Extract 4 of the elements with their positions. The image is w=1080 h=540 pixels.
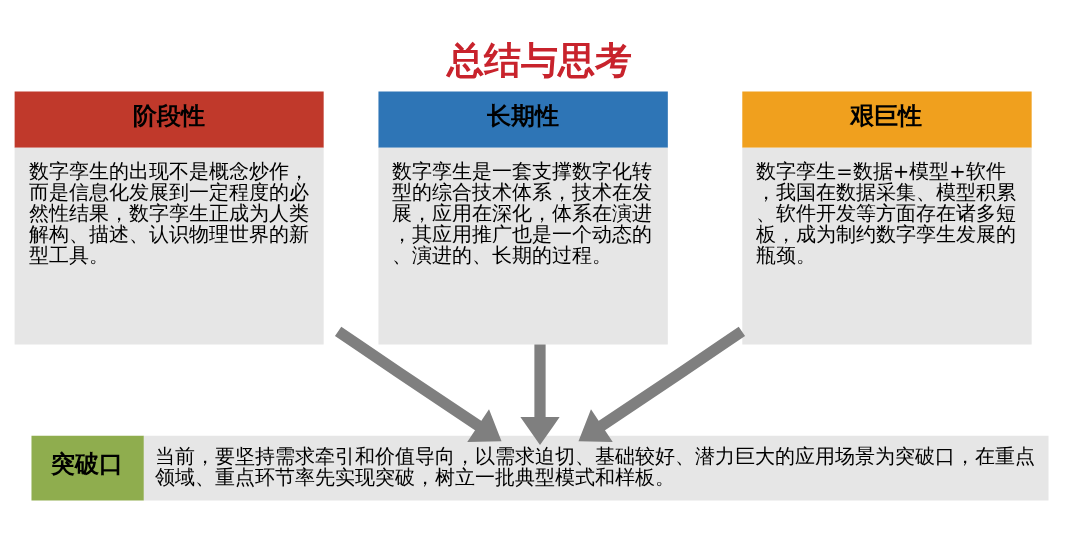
arrow xyxy=(578,326,746,442)
arrow xyxy=(334,326,502,442)
arrow xyxy=(520,344,560,446)
diagram-title: 总结与思考 xyxy=(447,39,633,83)
